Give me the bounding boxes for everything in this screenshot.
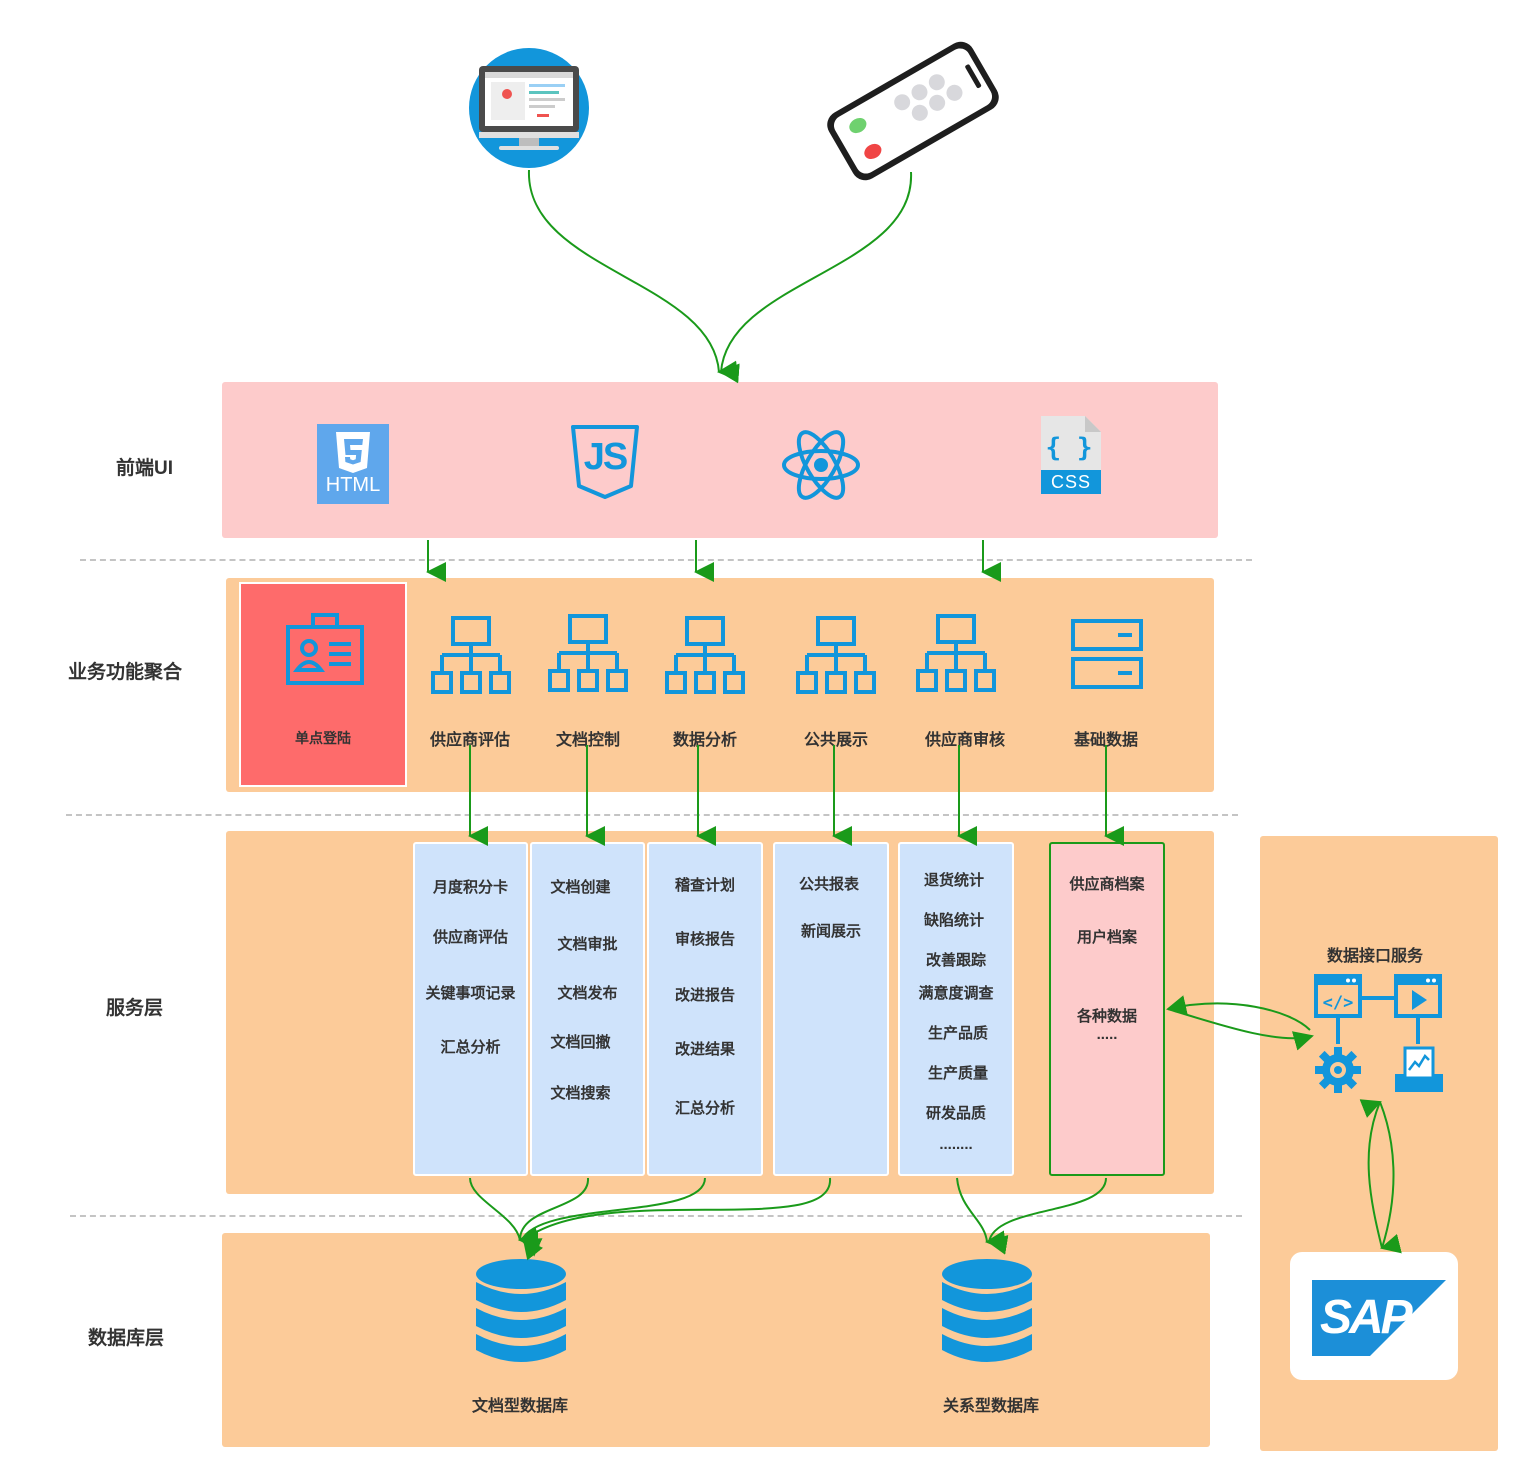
service-item[interactable]: 改进报告	[674, 987, 735, 1004]
service-column-base-data: 供应商档案 用户档案 各种数据 .....	[1049, 842, 1165, 1176]
service-item: .....	[1096, 1026, 1118, 1043]
database-icon	[476, 1259, 566, 1362]
service-item[interactable]: 文档搜索	[550, 1085, 611, 1102]
database-icon	[942, 1259, 1032, 1362]
db-label-relational: 关系型数据库	[942, 1398, 1039, 1415]
service-column-public-display: 公共报表 新闻展示	[773, 842, 889, 1176]
service-column-doc-control: 文档创建 文档审批 文档发布 文档回撤 文档搜索	[530, 842, 645, 1176]
svg-text:</>: </>	[1323, 993, 1354, 1013]
video-window-icon	[1394, 974, 1442, 1018]
sso-label: 单点登陆	[295, 730, 351, 746]
html5-icon: HTML	[317, 424, 389, 504]
chart-board-icon	[1395, 1046, 1443, 1092]
service-item[interactable]: 满意度调查	[918, 985, 994, 1002]
sso-card[interactable]: 单点登陆	[239, 582, 407, 787]
server-icon	[1071, 619, 1143, 689]
service-item[interactable]: 各种数据	[1076, 1008, 1137, 1025]
html-label: HTML	[325, 474, 381, 496]
org-chart-icon	[548, 614, 628, 692]
service-item[interactable]: 文档创建	[550, 879, 611, 896]
connector-line	[1336, 1018, 1340, 1044]
service-item[interactable]: 文档发布	[557, 985, 618, 1002]
css-file-icon: { } CSS	[1037, 414, 1103, 496]
module-label-doc-control[interactable]: 文档控制	[555, 732, 620, 749]
mobile-client-icon	[808, 41, 1018, 181]
sap-card: SAP	[1290, 1252, 1458, 1380]
divider-1	[80, 559, 1252, 561]
service-item[interactable]: 汇总分析	[440, 1039, 501, 1056]
org-chart-icon	[796, 616, 876, 694]
react-icon	[780, 428, 862, 502]
gear-icon	[1315, 1047, 1361, 1093]
divider-2	[66, 814, 1238, 816]
service-item[interactable]: 退货统计	[923, 872, 984, 889]
org-chart-icon	[916, 614, 996, 692]
connector-line	[1362, 996, 1394, 1000]
service-item[interactable]: 公共报表	[798, 876, 859, 893]
service-item[interactable]: 稽查计划	[674, 877, 735, 894]
css-label: CSS	[1050, 472, 1091, 492]
svg-text:{ }: { }	[1046, 433, 1093, 463]
org-chart-icon	[665, 616, 745, 694]
service-item[interactable]: 缺陷统计	[923, 912, 984, 929]
service-item[interactable]: 用户档案	[1076, 929, 1137, 946]
service-item[interactable]: 生产质量	[927, 1065, 988, 1082]
service-column-supplier-eval: 月度积分卡 供应商评估 关键事项记录 汇总分析	[413, 842, 528, 1176]
service-item[interactable]: 文档审批	[557, 936, 618, 953]
divider-3	[70, 1215, 1242, 1217]
module-label-public-display[interactable]: 公共展示	[803, 732, 868, 749]
sap-logo-text: SAP	[1320, 1291, 1413, 1344]
arrow-mobile-frontend	[719, 171, 913, 384]
layer-label-database: 数据库层	[88, 1328, 165, 1349]
layer-label-frontend: 前端UI	[116, 458, 174, 479]
id-badge-icon	[286, 613, 364, 685]
service-item[interactable]: 月度积分卡	[432, 879, 508, 896]
service-item: ........	[939, 1136, 973, 1153]
service-item[interactable]: 生产品质	[927, 1025, 988, 1042]
module-label-supplier-audit[interactable]: 供应商审核	[924, 732, 1005, 749]
service-item[interactable]: 改善跟踪	[925, 952, 986, 969]
layer-label-service: 服务层	[106, 998, 164, 1019]
service-item[interactable]: 汇总分析	[674, 1100, 735, 1117]
code-window-icon: </>	[1314, 974, 1362, 1018]
layer-label-business: 业务功能聚合	[68, 662, 183, 683]
interface-title: 数据接口服务	[1326, 948, 1423, 965]
module-label-data-analysis[interactable]: 数据分析	[672, 732, 737, 749]
js-label: JS	[583, 436, 628, 478]
module-label-base-data[interactable]: 基础数据	[1073, 732, 1138, 749]
service-item[interactable]: 审核报告	[674, 931, 735, 948]
connector-line	[1416, 1018, 1420, 1044]
arrow-desktop-frontend	[527, 169, 738, 381]
javascript-icon: JS	[570, 424, 640, 500]
module-label-supplier-eval[interactable]: 供应商评估	[429, 732, 510, 749]
desktop-client-icon	[469, 48, 589, 168]
service-item[interactable]: 改进结果	[674, 1041, 735, 1058]
sap-logo	[1312, 1280, 1446, 1356]
service-item[interactable]: 新闻展示	[800, 923, 861, 940]
service-item[interactable]: 研发品质	[925, 1105, 986, 1122]
service-column-data-analysis: 稽查计划 审核报告 改进报告 改进结果 汇总分析	[647, 842, 763, 1176]
org-chart-icon	[431, 616, 511, 694]
service-item[interactable]: 关键事项记录	[425, 985, 516, 1002]
service-item[interactable]: 供应商档案	[1069, 876, 1145, 893]
service-column-supplier-audit: 退货统计 缺陷统计 改善跟踪 满意度调查 生产品质 生产质量 研发品质 ....…	[898, 842, 1014, 1176]
database-band	[222, 1233, 1210, 1447]
service-item[interactable]: 供应商评估	[432, 929, 508, 946]
db-label-document: 文档型数据库	[471, 1398, 568, 1415]
service-item[interactable]: 文档回撤	[550, 1034, 611, 1051]
